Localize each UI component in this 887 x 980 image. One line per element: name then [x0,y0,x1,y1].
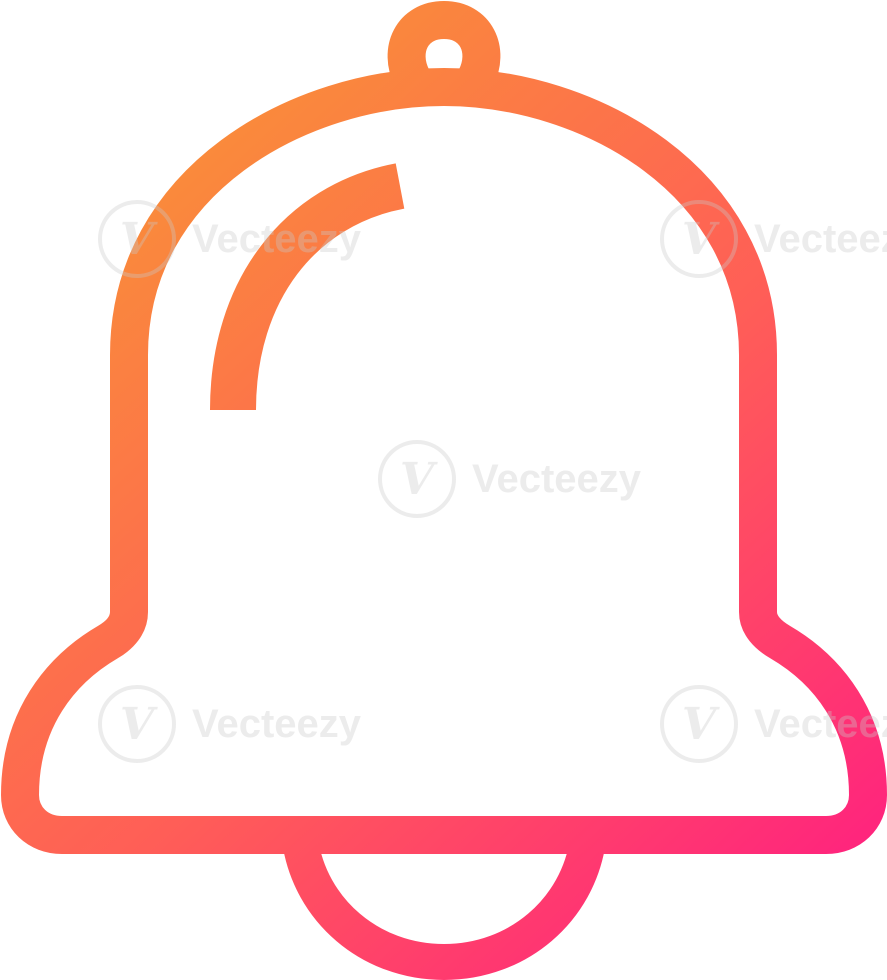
bell-clapper [282,836,606,980]
bell-body-outline [1,68,887,854]
bell-highlight-arc [210,163,405,411]
bell-top-loop [387,0,501,97]
